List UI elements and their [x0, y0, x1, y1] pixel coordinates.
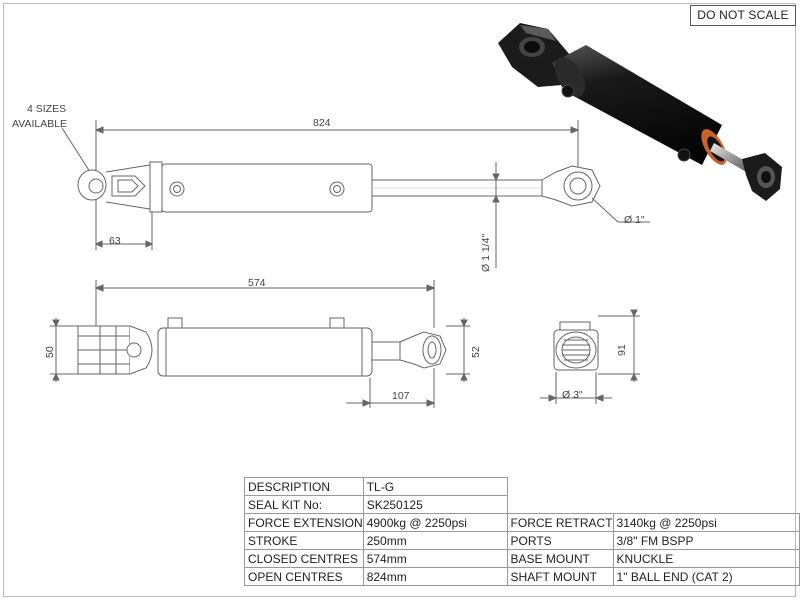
table-row: OPEN CENTRES 824mm SHAFT MOUNT 1" BALL E…: [244, 567, 800, 586]
spec-value: 4900kg @ 2250psi: [362, 513, 508, 532]
dim-rod-end-length-label: 107: [392, 390, 410, 402]
spec-label: OPEN CENTRES: [244, 567, 364, 586]
spec-label: FORCE EXTENSION: [244, 513, 364, 532]
dim-closed-length-label: 574: [248, 277, 266, 289]
four-sizes-note-line2: AVAILABLE: [12, 118, 68, 130]
spec-value: 1" BALL END (CAT 2): [612, 567, 800, 586]
cylinder-3d-render: [498, 23, 782, 201]
spec-value: 3/8" FM BSPP: [612, 531, 800, 550]
spec-value: TL-G: [362, 477, 508, 496]
table-row: DESCRIPTION TL-G: [244, 477, 800, 496]
spec-label: SHAFT MOUNT: [506, 567, 614, 586]
do-not-scale-stamp: DO NOT SCALE: [690, 5, 796, 26]
spec-value: 250mm: [362, 531, 508, 550]
table-row: SEAL KIT No: SK250125: [244, 495, 800, 514]
dim-base-height-label: 50: [44, 346, 56, 358]
spec-value: 3140kg @ 2250psi: [612, 513, 800, 532]
spec-label: DESCRIPTION: [244, 477, 364, 496]
spec-label: SEAL KIT No:: [244, 495, 364, 514]
dim-rod-end-height-label: 52: [470, 346, 482, 358]
spec-label: BASE MOUNT: [506, 549, 614, 568]
spec-value: SK250125: [362, 495, 508, 514]
dim-body-dia-label: Ø 3": [562, 389, 583, 401]
table-row: STROKE 250mm PORTS 3/8" FM BSPP: [244, 531, 800, 550]
retracted-side-view: [50, 280, 640, 408]
spec-label: CLOSED CENTRES: [244, 549, 364, 568]
dim-open-length-label: 824: [313, 117, 331, 129]
spec-table: DESCRIPTION TL-G SEAL KIT No: SK250125 F…: [244, 477, 800, 586]
table-row: CLOSED CENTRES 574mm BASE MOUNT KNUCKLE: [244, 549, 800, 568]
extended-view: [61, 120, 650, 268]
spec-label: FORCE RETRACT: [506, 513, 614, 532]
four-sizes-note-line1: 4 SIZES: [27, 103, 67, 115]
spec-value: KNUCKLE: [612, 549, 800, 568]
sheet-border: [3, 3, 796, 597]
dim-body-height-label: 91: [616, 344, 628, 356]
dim-rod-dia-label: Ø 1 1/4": [480, 233, 492, 272]
spec-value: 574mm: [362, 549, 508, 568]
spec-label: PORTS: [506, 531, 614, 550]
table-row: FORCE EXTENSION 4900kg @ 2250psi FORCE R…: [244, 513, 800, 532]
spec-value: 824mm: [362, 567, 508, 586]
dim-eye-offset-label: 63: [109, 235, 121, 247]
spec-label: STROKE: [244, 531, 364, 550]
dim-pin-dia-label: Ø 1": [624, 214, 645, 226]
